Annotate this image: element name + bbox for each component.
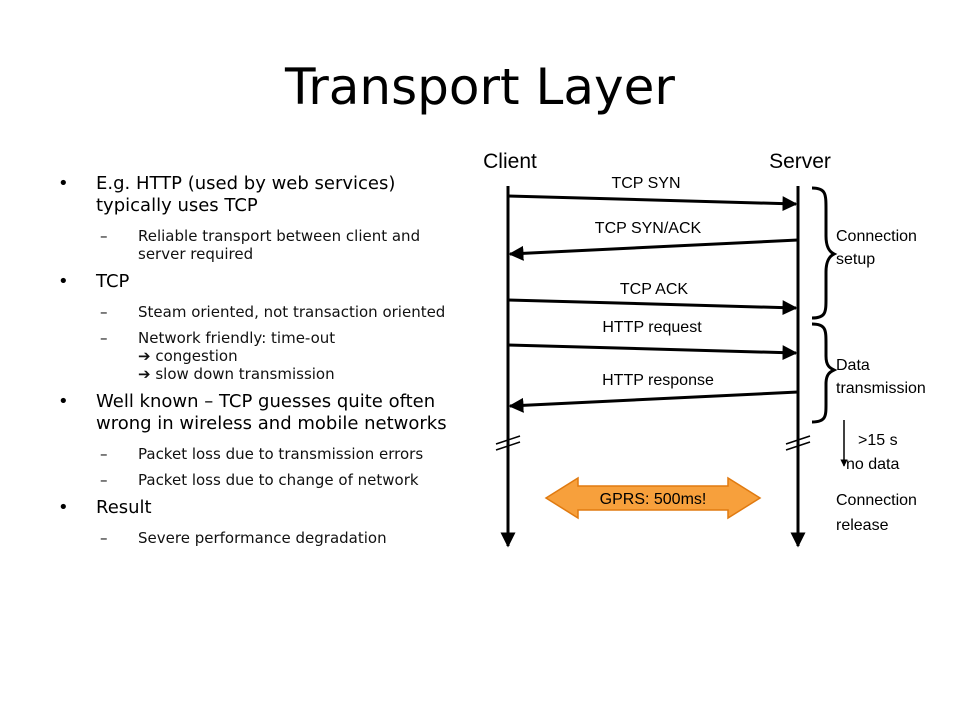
sub-bullet-text: Steam oriented, not transaction oriented <box>138 303 446 321</box>
timeout-line1: >15 s <box>858 432 898 449</box>
gprs-double-arrow <box>544 476 762 520</box>
slide-title: Transport Layer <box>285 58 675 116</box>
bullet-list: •E.g. HTTP (used by web services) typica… <box>58 173 468 555</box>
tcp-ack-label: TCP ACK <box>620 281 689 298</box>
connection-release-line2: release <box>836 517 889 534</box>
sub-bullet-text: Packet loss due to transmission errors <box>138 445 424 463</box>
tcp-synack-label: TCP SYN/ACK <box>595 220 702 237</box>
data-transmission-line2: transmission <box>836 380 926 397</box>
bullet-tcp: •TCP <box>58 271 130 292</box>
sub-bullet-text: congestion <box>155 347 238 365</box>
sub-bullet-text: slow down transmission <box>155 365 335 383</box>
bullet-http: •E.g. HTTP (used by web services) typica… <box>58 173 396 216</box>
sub-bullet-text: Packet loss due to change of network <box>138 471 419 489</box>
gprs-label: GPRS: 500ms! <box>600 491 707 508</box>
sub-bullet-network: – Network friendly: time-out ➔ congestio… <box>58 329 468 383</box>
sub-bullet: –Packet loss due to change of network <box>100 471 419 489</box>
sub-bullet-text: Severe performance degradation <box>138 529 387 547</box>
bullet-text: Well known – TCP guesses quite often wro… <box>96 391 447 434</box>
tcp-syn-arrow <box>507 194 798 212</box>
client-break-mark <box>495 435 521 451</box>
connection-setup-line2: setup <box>836 251 875 268</box>
client-label: Client <box>483 150 537 173</box>
bullet-result: •Result <box>58 497 152 518</box>
bullet-text: TCP <box>96 271 130 292</box>
connection-release-line1: Connection <box>836 492 917 509</box>
data-transmission-line1: Data <box>836 357 870 374</box>
sub-bullet: –Severe performance degradation <box>100 529 387 547</box>
server-label: Server <box>769 150 831 173</box>
tcp-synack-arrow <box>508 238 799 261</box>
bullet-text: Result <box>96 497 152 518</box>
http-request-arrow <box>507 343 798 361</box>
bullet-well-known: •Well known – TCP guesses quite often wr… <box>58 391 447 434</box>
tcp-ack-arrow <box>507 298 798 316</box>
http-response-label: HTTP response <box>602 372 714 389</box>
server-break-mark <box>785 435 811 451</box>
connection-setup-line1: Connection <box>836 228 917 245</box>
tcp-syn-label: TCP SYN <box>611 175 680 192</box>
data-transmission-brace <box>811 322 838 424</box>
http-response-arrow <box>508 390 799 413</box>
sub-bullet-text: Network friendly: time-out <box>138 329 336 347</box>
sub-bullet: –Steam oriented, not transaction oriente… <box>100 303 446 321</box>
sub-bullet: –Reliable transport between client and s… <box>100 227 421 263</box>
bullet-text: E.g. HTTP (used by web services) typical… <box>96 173 396 216</box>
arrow-right-icon: ➔ <box>138 347 151 365</box>
sub-bullet: –Packet loss due to transmission errors <box>100 445 424 463</box>
connection-setup-brace <box>811 186 838 320</box>
http-request-label: HTTP request <box>602 319 702 336</box>
timeout-line2: no data <box>846 456 899 473</box>
sub-bullet-text: Reliable transport between client and se… <box>138 227 421 263</box>
arrow-right-icon: ➔ <box>138 365 151 383</box>
